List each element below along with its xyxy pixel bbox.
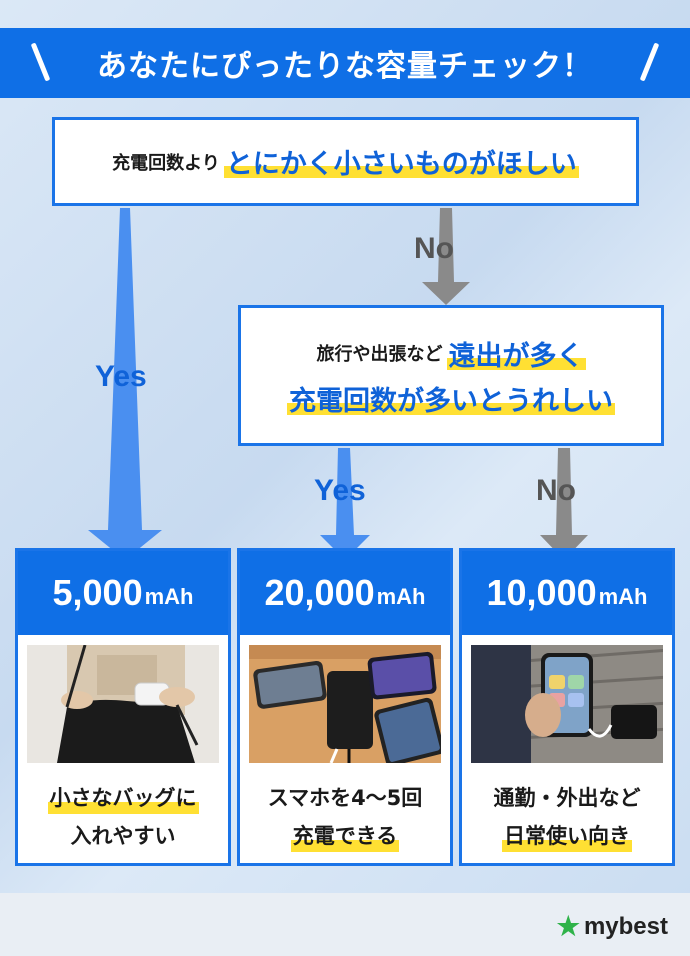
footer: ★ mybest	[0, 893, 690, 956]
card-description: 小さなバッグに 入れやすい	[18, 779, 228, 855]
label-yes-1: Yes	[95, 360, 147, 393]
capacity-unit: mAh	[144, 584, 194, 609]
question-1-main: とにかく小さいものがほしい	[223, 142, 579, 181]
question-2-prefix: 旅行や出張など	[316, 344, 443, 365]
header-banner: あなたにぴったりな容量チェック！	[0, 28, 690, 98]
label-no-1: No	[414, 232, 454, 265]
question-box-2: 旅行や出張など 遠出が多く 充電回数が多いとうれしい	[238, 305, 664, 446]
result-card-10000: 10,000 mAh 通勤・外出など 日常使い向き	[459, 548, 675, 866]
photo-bag	[27, 645, 219, 763]
arrow-yes-2	[320, 448, 370, 560]
arrow-no-2	[540, 448, 588, 560]
question-box-1: 充電回数より とにかく小さいものがほしい	[52, 117, 639, 206]
card-description-line-2: 充電できる	[290, 817, 400, 855]
card-description-line-1: 通勤・外出など	[493, 786, 641, 810]
page-title: あなたにぴったりな容量チェック！	[97, 49, 593, 84]
arrow-no-1	[422, 208, 470, 305]
capacity-number: 5,000	[52, 572, 143, 613]
logo-text: mybest	[583, 912, 668, 940]
label-no-2: No	[536, 474, 576, 507]
capacity-unit: mAh	[376, 584, 426, 609]
question-1-prefix: 充電回数より	[112, 152, 220, 174]
arrow-yes-1	[88, 208, 162, 560]
capacity-number: 20,000	[264, 572, 375, 613]
photo-phones-charging	[249, 645, 441, 763]
card-description-line-2: 入れやすい	[70, 824, 176, 848]
mybest-logo[interactable]: ★ mybest	[557, 911, 668, 942]
capacity-header: 20,000 mAh	[240, 551, 450, 635]
card-description: 通勤・外出など 日常使い向き	[462, 779, 672, 855]
question-2-main-1: 遠出が多く	[446, 333, 586, 373]
capacity-number: 10,000	[486, 572, 597, 613]
result-card-5000: 5,000 mAh 小さなバッグに 入れやすい	[15, 548, 231, 866]
capacity-header: 5,000 mAh	[18, 551, 228, 635]
star-icon: ★	[556, 911, 580, 941]
card-description-line-2: 日常使い向き	[502, 817, 632, 855]
card-description-line-1: 小さなバッグに	[47, 779, 199, 817]
photo-phone-outdoor	[471, 645, 663, 763]
result-card-20000: 20,000 mAh スマホを4〜5回 充電できる	[237, 548, 453, 866]
capacity-unit: mAh	[598, 584, 648, 609]
question-2-main-2: 充電回数が多いとうれしい	[287, 378, 615, 418]
card-description: スマホを4〜5回 充電できる	[240, 779, 450, 855]
capacity-header: 10,000 mAh	[462, 551, 672, 635]
label-yes-2: Yes	[314, 474, 366, 507]
card-description-line-1: スマホを4〜5回	[267, 786, 423, 810]
